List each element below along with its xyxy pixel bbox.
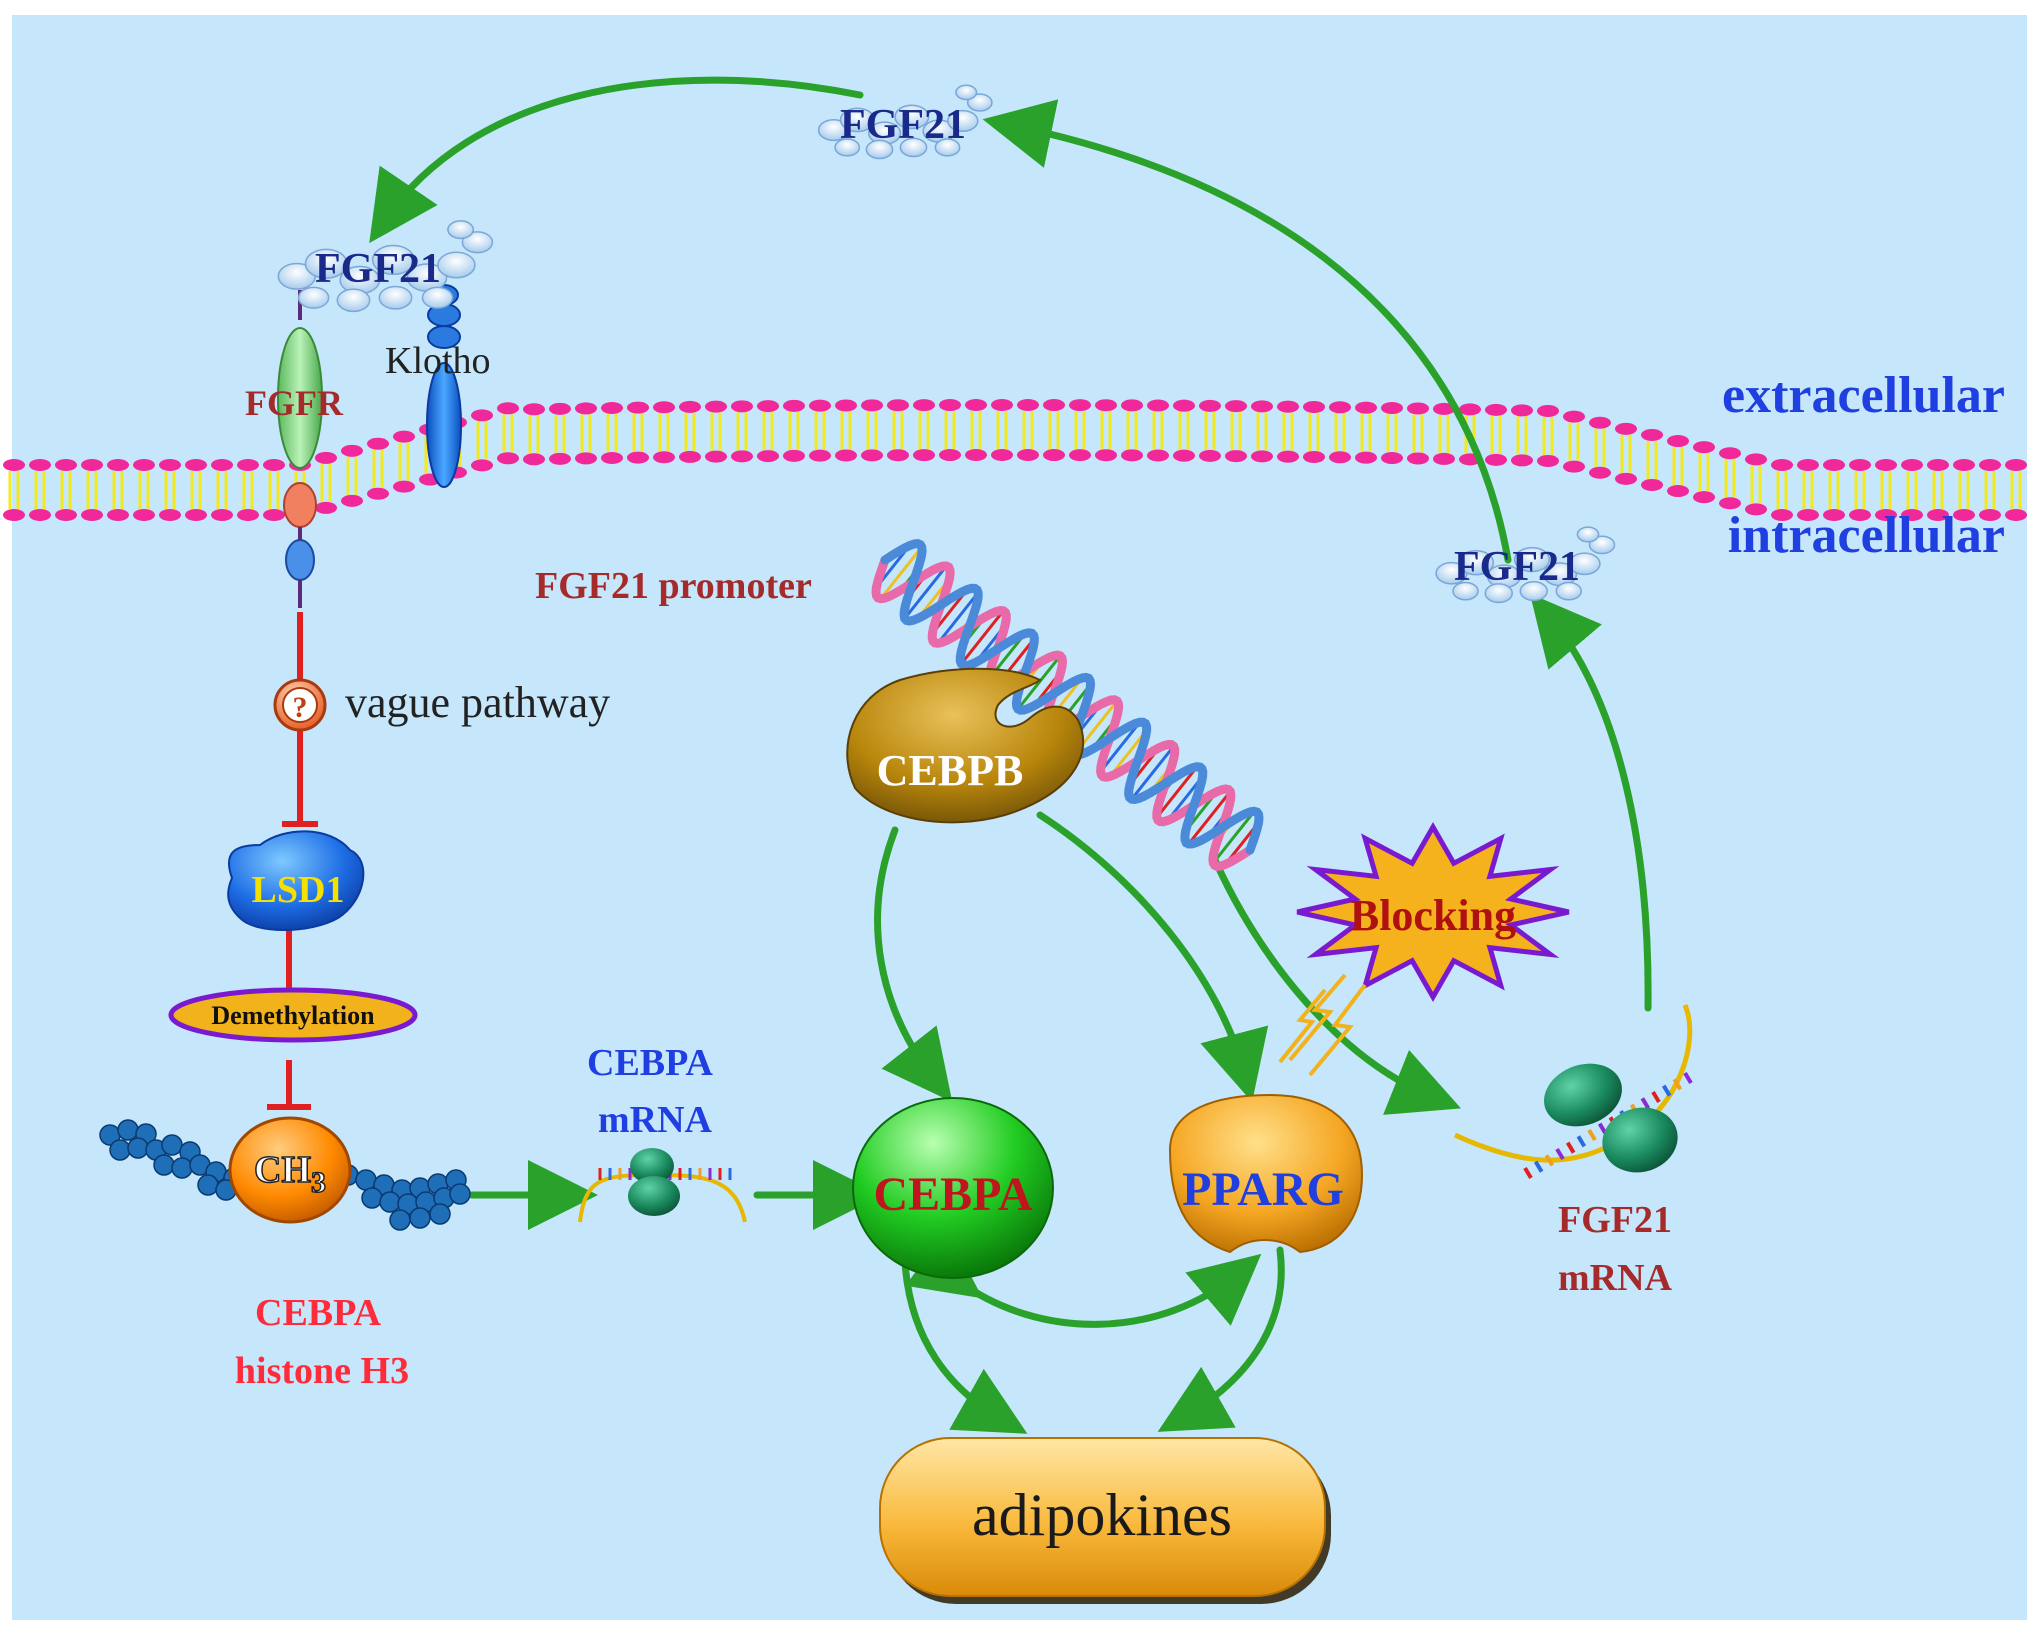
cebpa-label: CEBPA xyxy=(873,1168,1032,1221)
arrow-promoter-to-fgf21-mrna xyxy=(1211,856,1461,1115)
pparg-protein: PPARG xyxy=(1168,1093,1364,1254)
cebpa-mrna-label-line2: mRNA xyxy=(598,1099,713,1141)
receptor-complex: FGFR Klotho xyxy=(245,284,491,608)
arrow-top-fgf21-to-receptor xyxy=(369,76,864,244)
blocking-burst: Blocking xyxy=(1296,821,1570,1003)
question-icon: ? xyxy=(273,678,327,732)
pparg-label: PPARG xyxy=(1182,1163,1344,1216)
intracellular-label: intracellular xyxy=(1728,507,2005,564)
arrow-mrna-to-fgf21 xyxy=(1529,593,1652,1012)
arrow-cebpb-to-pparg xyxy=(1036,811,1269,1103)
green-arrows xyxy=(369,76,1652,1434)
fgfr-label: FGFR xyxy=(245,383,344,423)
arrow-secretion-to-top-fgf21 xyxy=(982,99,1512,564)
fgfr-receptor xyxy=(277,327,323,469)
svg-text:?: ? xyxy=(293,691,308,724)
cebpa-mrna-label-line1: CEBPA xyxy=(587,1042,714,1084)
vague-pathway-label: vague pathway xyxy=(345,678,610,727)
adipokines-box: adipokines xyxy=(879,1437,1331,1604)
lsd1-protein: LSD1 xyxy=(227,830,365,931)
fgf21-top-label: FGF21 xyxy=(840,102,966,148)
fgfr-intracellular-domain xyxy=(285,539,315,581)
arrow-pparg-to-adipokines xyxy=(1157,1246,1285,1432)
cebpa-histone-label-line1: CEBPA xyxy=(255,1292,382,1334)
ch3-group: CH3 xyxy=(228,1116,352,1224)
arrow-cebpa-to-adipokines xyxy=(901,1258,1028,1434)
fgf21-intracellular-label: FGF21 xyxy=(1454,544,1580,590)
ribosome-icon xyxy=(628,1148,680,1216)
demethylation-label: Demethylation xyxy=(211,1001,375,1030)
cebpb-label: CEBPB xyxy=(877,746,1024,795)
ribosome-icon xyxy=(1544,1063,1678,1173)
klotho-receptor xyxy=(426,284,462,488)
blocking-label: Blocking xyxy=(1350,891,1516,940)
ch3-label: CH3 xyxy=(254,1149,326,1199)
inhibition-lines xyxy=(267,612,318,1110)
adipokines-label: adipokines xyxy=(972,1482,1232,1548)
cloud-icon xyxy=(277,220,494,313)
cebpa-protein: CEBPA xyxy=(852,1097,1054,1279)
klotho-label: Klotho xyxy=(385,340,491,382)
cloud-icon xyxy=(1435,526,1616,604)
fgfr-kinase-domain xyxy=(283,482,317,528)
fgf21-receptor-label: FGF21 xyxy=(315,246,441,292)
dna-helix-icon xyxy=(871,539,1264,871)
cebpb-protein: CEBPB xyxy=(846,667,1085,824)
arrow-cebpa-pparg-mutual xyxy=(905,1229,1262,1328)
fgf21-mrna-label-line2: mRNA xyxy=(1558,1257,1673,1299)
histone-chain xyxy=(99,1119,471,1231)
lsd1-label: LSD1 xyxy=(252,869,345,911)
arrow-cebpb-to-cebpa xyxy=(874,826,953,1103)
cebpa-histone-label-line2: histone H3 xyxy=(235,1350,409,1392)
cell-membrane xyxy=(3,399,2027,521)
cloud-icon xyxy=(817,84,993,160)
lightning-icon xyxy=(1278,973,1367,1077)
fgf21-promoter-label: FGF21 promoter xyxy=(535,565,812,607)
extracellular-label: extracellular xyxy=(1722,367,2005,424)
fgf21-mrna-label-line1: FGF21 xyxy=(1558,1199,1672,1241)
demethylation-badge: Demethylation xyxy=(168,987,418,1043)
